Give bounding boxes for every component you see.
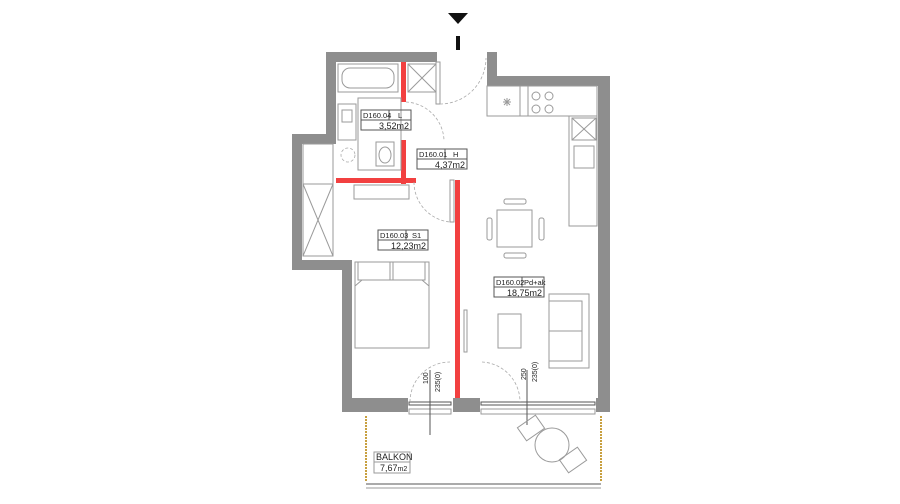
bed — [354, 261, 430, 349]
door1-width: 100 — [423, 372, 430, 384]
new-walls — [336, 62, 460, 398]
room-label-bathroom: D160.04 L 3,52m2 — [360, 109, 412, 131]
balcony-doors — [408, 361, 596, 435]
dining-table — [486, 198, 545, 259]
room-type: L — [398, 111, 402, 120]
room-type: H — [453, 150, 458, 159]
section-arrow-icon — [448, 13, 468, 24]
balcony-label: BALKON — [376, 452, 413, 462]
door1-height: 235(0) — [435, 372, 442, 392]
room-type: S1 — [412, 231, 421, 240]
room-area: 18,75m2 — [507, 288, 542, 298]
room-type: Pd+ak — [524, 278, 546, 287]
wardrobe — [302, 143, 410, 257]
fan-icon — [503, 98, 511, 106]
bedroom-door — [413, 179, 455, 223]
section-marker-label: I — [464, 46, 465, 48]
room-area: 12,23m2 — [391, 241, 426, 251]
room-code: D160.01 — [419, 150, 447, 159]
balcony — [365, 414, 602, 489]
balcony-area: 7,67m2 — [380, 463, 407, 473]
room-label-living: D160.02 Pd+ak 18,75m2 — [493, 276, 546, 298]
room-code: D160.03 — [380, 231, 408, 240]
section-marker-bar — [456, 36, 460, 50]
room-label-bedroom: D160.03 S1 12,23m2 — [377, 229, 429, 251]
room-area: 4,37m2 — [435, 160, 465, 170]
kitchen — [486, 85, 598, 227]
room-label-balcony: BALKON 7,67m2 — [373, 451, 413, 474]
room-code: D160.02 — [496, 278, 524, 287]
room-code: D160.04 — [363, 111, 391, 120]
entry-door — [435, 57, 487, 105]
walls — [292, 52, 610, 412]
door2-width: 250 — [521, 368, 528, 380]
room-area: 3,52m2 — [379, 121, 409, 131]
living-furniture — [463, 293, 590, 369]
room-label-hall: D160.01 H 4,37m2 — [416, 148, 468, 170]
door2-height: 235(0) — [532, 362, 539, 382]
